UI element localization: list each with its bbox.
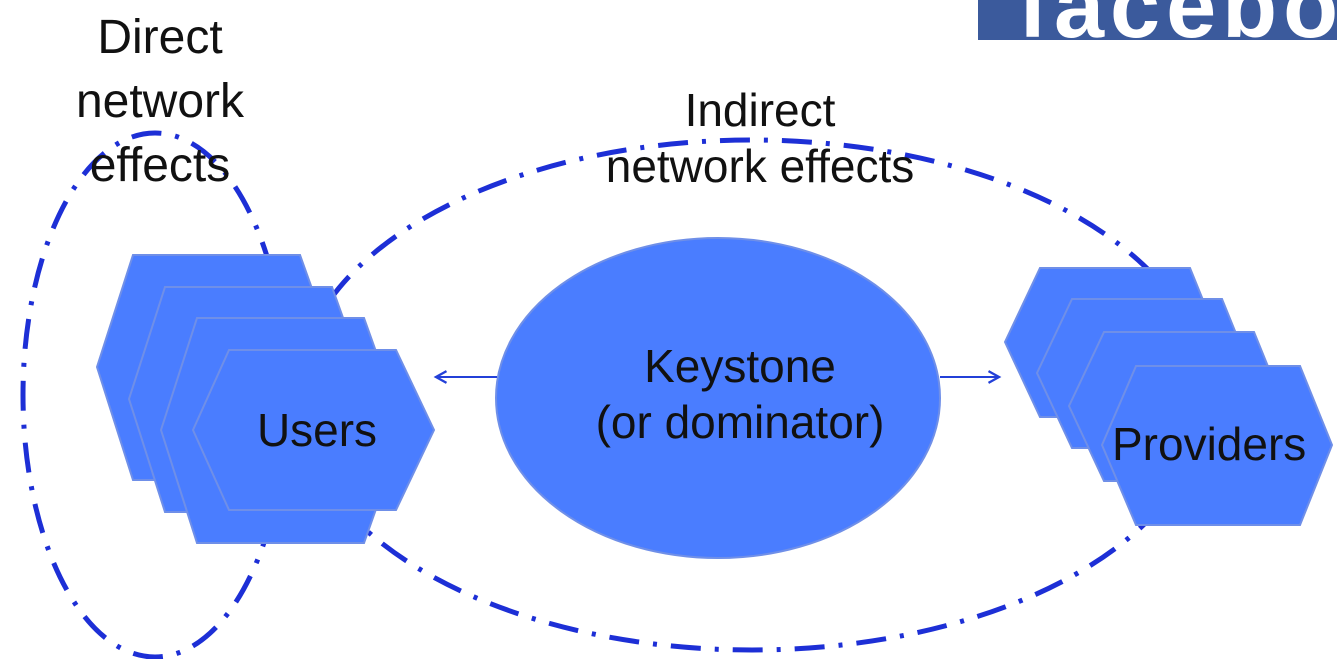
indirect-network-effects-label: Indirect network effects	[560, 82, 960, 194]
keystone-label: Keystone (or dominator)	[540, 338, 940, 450]
indirect-label-line-2: network effects	[605, 140, 915, 192]
keystone-label-line-2: (or dominator)	[595, 396, 885, 448]
providers-hexagon-stack	[1003, 267, 1334, 526]
users-label: Users	[256, 404, 378, 456]
users-hexagon-stack	[95, 254, 436, 544]
direct-label-line-3: effects	[89, 139, 231, 192]
providers-label: Providers	[1112, 418, 1307, 470]
providers-hexagon-4	[1100, 365, 1334, 526]
users-hexagon-4	[191, 349, 436, 511]
indirect-label-line-1: Indirect	[684, 84, 836, 136]
direct-label-line-1: Direct	[97, 11, 223, 64]
direct-label-line-2: network	[75, 75, 245, 128]
logo-fragment-text: facebook	[1018, 0, 1337, 40]
direct-network-effects-label: Direct network effects	[40, 6, 280, 198]
keystone-label-line-1: Keystone	[644, 340, 836, 392]
facebook-logo-fragment: facebook	[978, 0, 1337, 40]
keystone-ellipse	[495, 237, 941, 559]
